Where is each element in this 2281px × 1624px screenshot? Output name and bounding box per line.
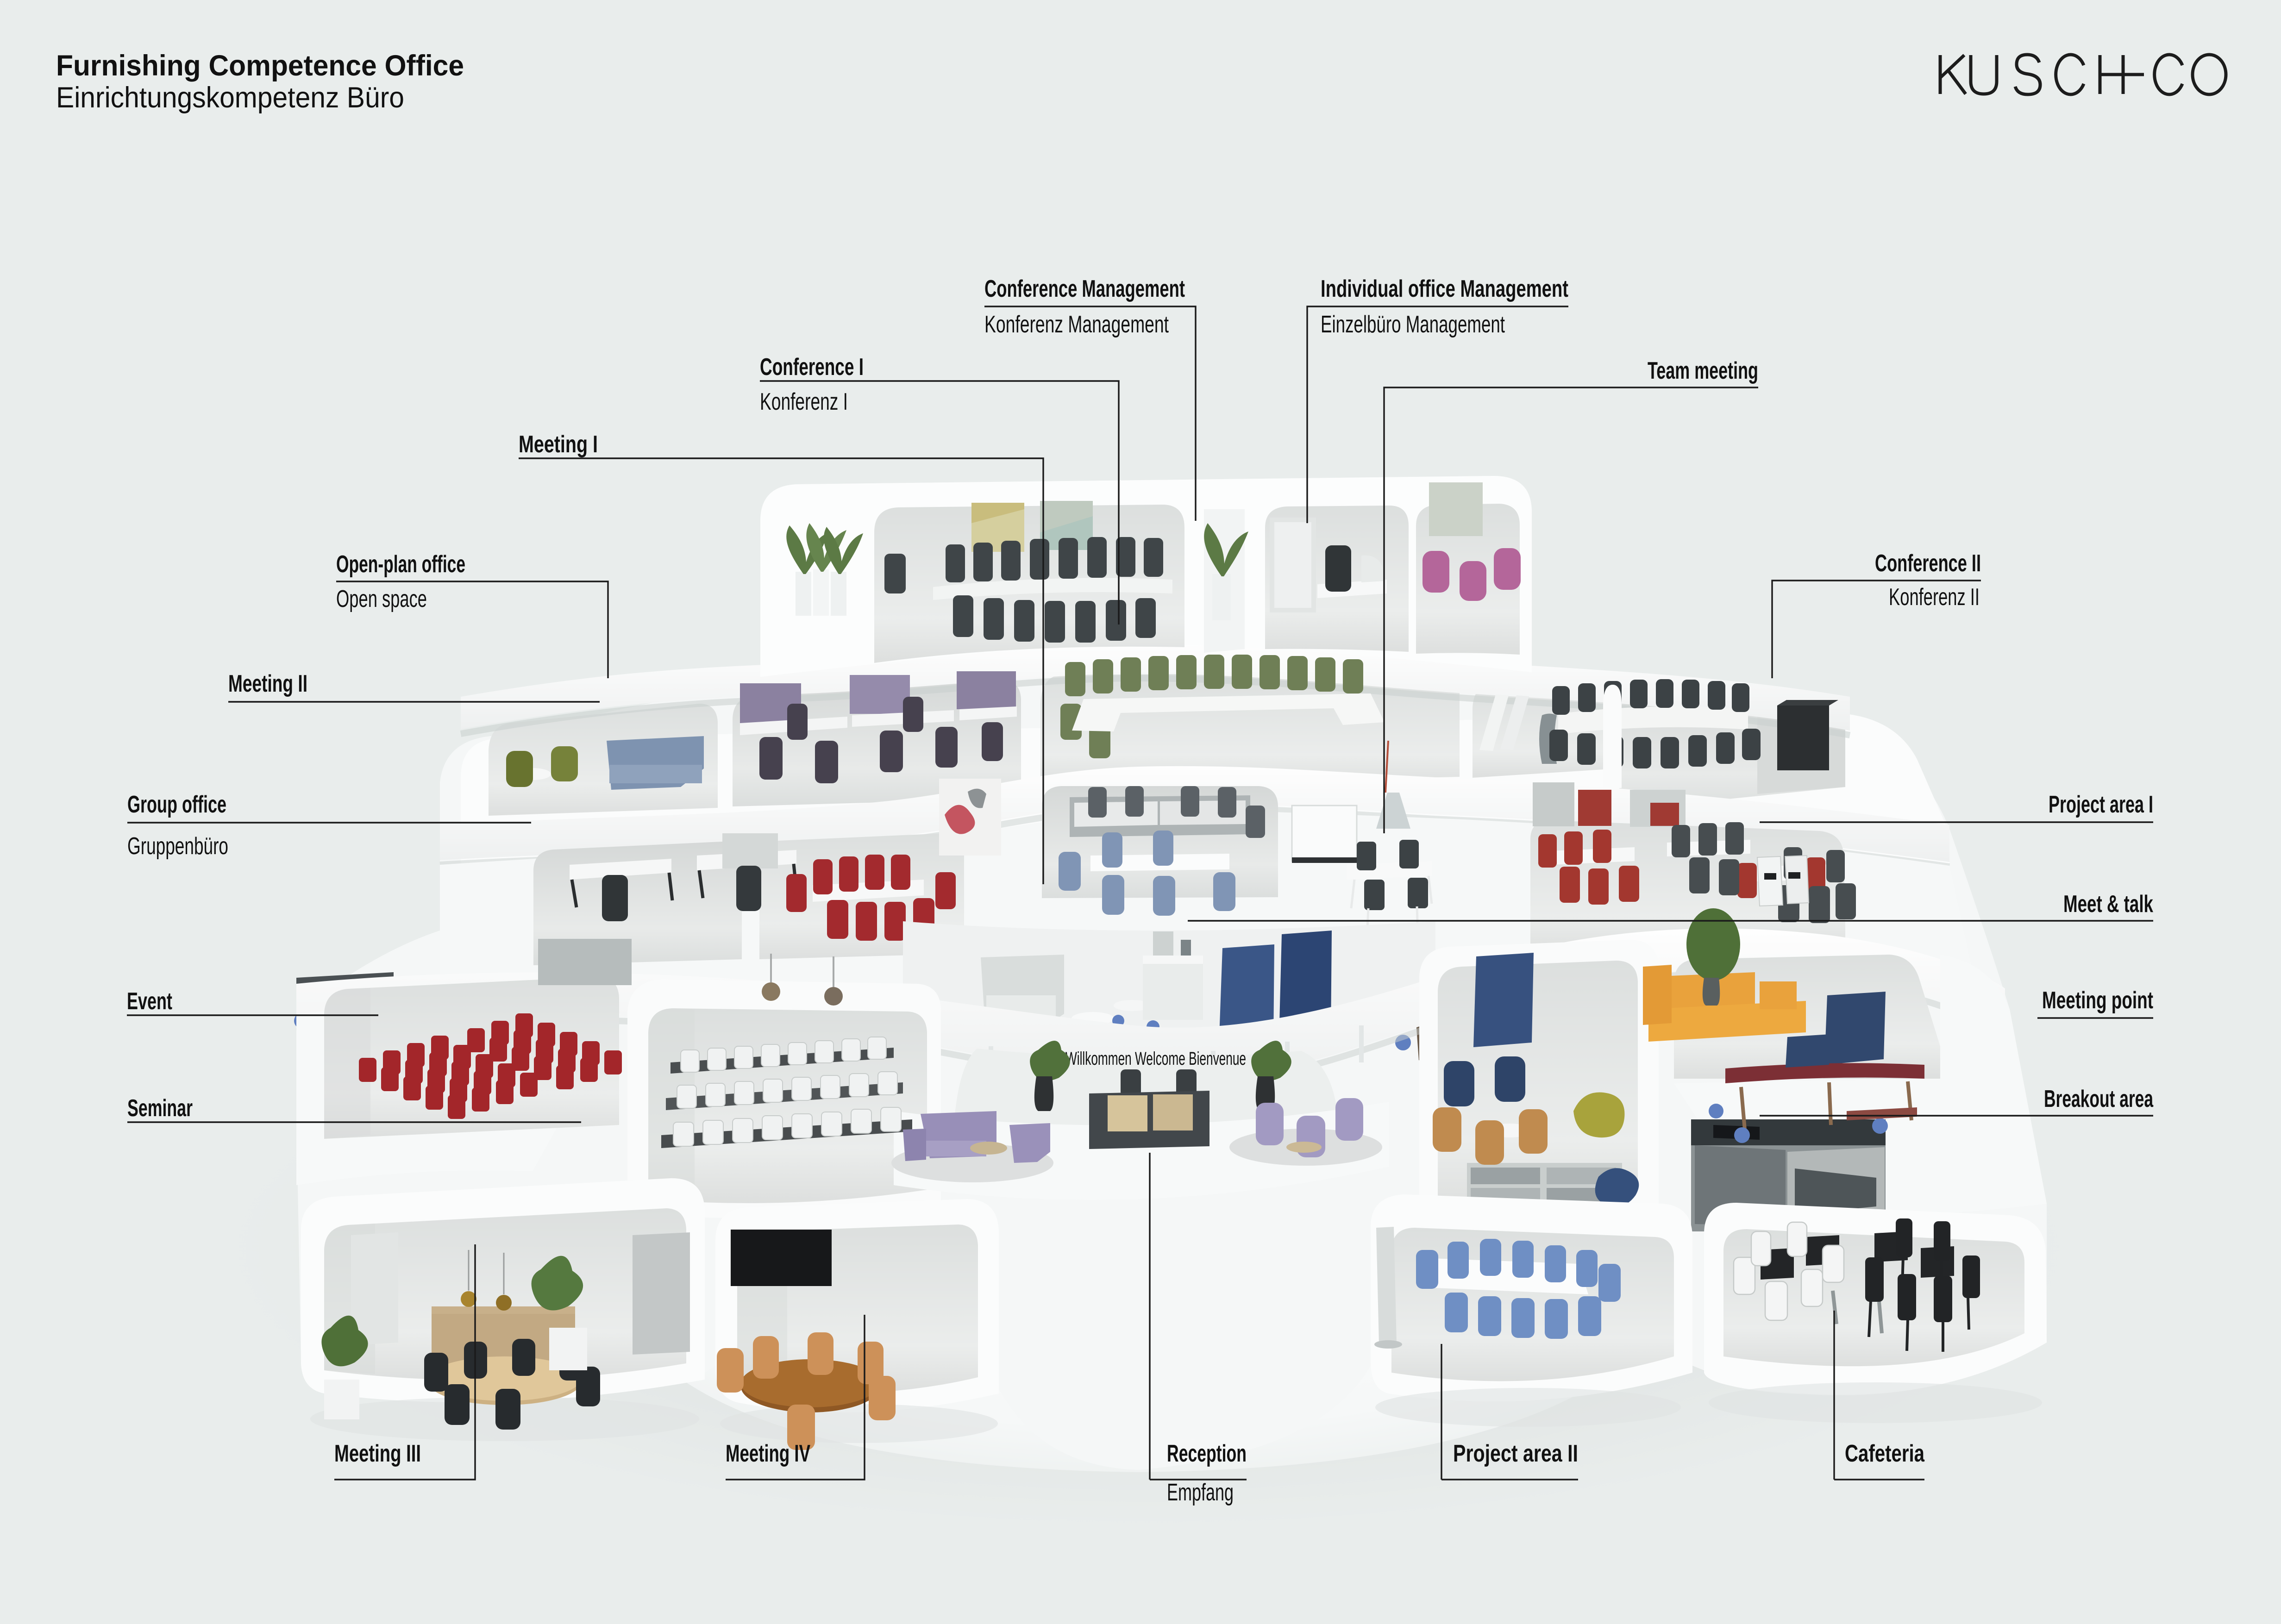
svg-text:Meeting II: Meeting II xyxy=(228,670,307,697)
svg-text:Event: Event xyxy=(127,988,172,1015)
svg-text:Open-plan office: Open-plan office xyxy=(336,551,465,578)
svg-text:Project area I: Project area I xyxy=(2049,791,2153,818)
svg-text:Reception: Reception xyxy=(1167,1440,1247,1467)
svg-text:Conference II: Conference II xyxy=(1875,550,1981,577)
svg-text:Cafeteria: Cafeteria xyxy=(1845,1440,1925,1467)
svg-text:Konferenz Management: Konferenz Management xyxy=(984,311,1169,338)
svg-text:Meeting point: Meeting point xyxy=(2042,987,2153,1014)
svg-text:Open space: Open space xyxy=(336,586,427,612)
svg-text:Furnishing Competence Office: Furnishing Competence Office xyxy=(56,50,464,82)
svg-text:Willkommen Welcome Bienvenue: Willkommen Welcome Bienvenue xyxy=(1065,1049,1246,1069)
svg-text:Conference Management: Conference Management xyxy=(984,275,1185,302)
svg-text:Konferenz I: Konferenz I xyxy=(760,388,848,415)
svg-text:Group office: Group office xyxy=(127,791,226,818)
svg-text:Meeting III: Meeting III xyxy=(334,1440,421,1467)
svg-text:Einrichtungskompetenz Büro: Einrichtungskompetenz Büro xyxy=(56,81,404,114)
svg-text:Seminar: Seminar xyxy=(127,1095,193,1122)
svg-text:Individual office Management: Individual office Management xyxy=(1321,275,1568,302)
svg-text:Meeting I: Meeting I xyxy=(519,431,598,458)
svg-text:Meeting IV: Meeting IV xyxy=(726,1440,810,1467)
svg-text:Conference I: Conference I xyxy=(760,354,864,381)
svg-text:Meet & talk: Meet & talk xyxy=(2063,891,2153,918)
svg-text:Team meeting: Team meeting xyxy=(1648,357,1758,384)
svg-text:Breakout area: Breakout area xyxy=(2044,1086,2154,1112)
svg-text:Einzelbüro Management: Einzelbüro Management xyxy=(1321,311,1505,338)
svg-text:Empfang: Empfang xyxy=(1167,1479,1234,1506)
svg-text:Konferenz II: Konferenz II xyxy=(1889,584,1980,611)
svg-text:Project area II: Project area II xyxy=(1453,1440,1578,1467)
svg-text:Gruppenbüro: Gruppenbüro xyxy=(127,833,228,860)
